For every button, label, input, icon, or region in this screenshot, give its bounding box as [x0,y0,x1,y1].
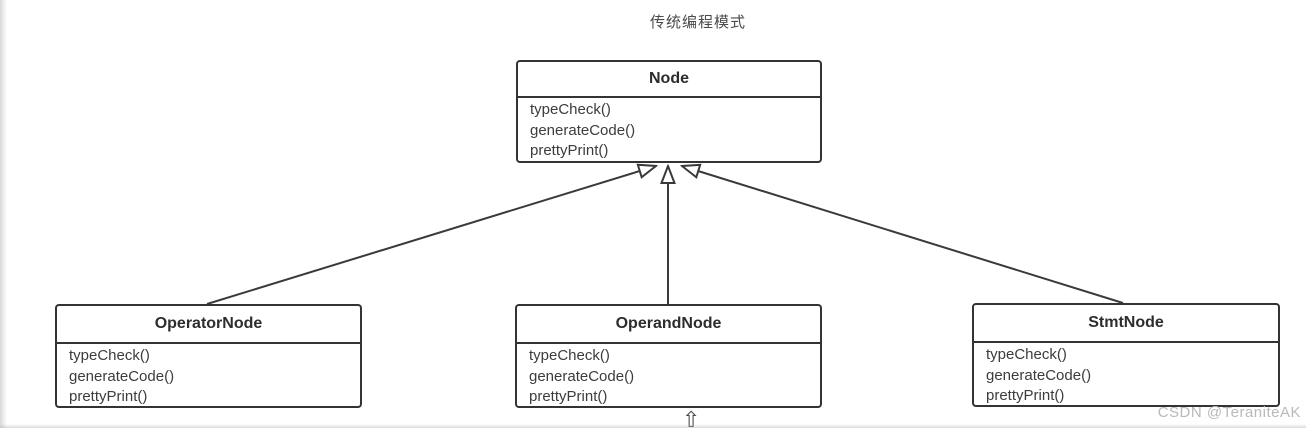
method-generatecode: generateCode() [530,121,636,139]
class-name-node: Node [518,62,820,98]
class-box-stmtnode: StmtNode typeCheck() generateCode() pret… [972,303,1280,407]
method-typecheck: typeCheck() [530,101,611,118]
method-typecheck: typeCheck() [529,347,610,364]
inheritance-edge-stmtnode-to-node [682,166,1124,304]
pan-cursor-icon: ⇧ [682,407,701,428]
class-methods-operandnode: typeCheck() generateCode() prettyPrint() [517,344,820,408]
inheritance-edge-operatornode-to-node [206,166,656,305]
screen-edge-shade-bottom [0,424,1306,428]
watermark: CSDN @TeraniteAK [1157,404,1301,421]
method-generatecode: generateCode() [529,367,635,385]
class-name-stmtnode: StmtNode [974,305,1278,343]
class-methods-node: typeCheck() generateCode() prettyPrint() [518,98,820,162]
method-typecheck: typeCheck() [69,347,150,364]
screen-edge-shade-left [0,0,7,428]
class-name-operatornode: OperatorNode [57,306,360,344]
method-typecheck: typeCheck() [986,346,1067,363]
method-prettyprint: prettyPrint() [529,388,608,405]
method-prettyprint: prettyPrint() [986,387,1065,404]
diagram-title: 传统编程模式 [650,14,747,31]
class-box-node: Node typeCheck() generateCode() prettyPr… [516,60,822,163]
method-generatecode: generateCode() [986,366,1092,384]
class-name-operandnode: OperandNode [517,306,820,344]
class-methods-stmtnode: typeCheck() generateCode() prettyPrint() [974,343,1278,407]
method-prettyprint: prettyPrint() [69,388,148,405]
class-box-operatornode: OperatorNode typeCheck() generateCode() … [55,304,362,408]
method-prettyprint: prettyPrint() [530,142,609,159]
method-generatecode: generateCode() [69,367,175,385]
class-methods-operatornode: typeCheck() generateCode() prettyPrint() [57,344,360,408]
class-box-operandnode: OperandNode typeCheck() generateCode() p… [515,304,822,408]
